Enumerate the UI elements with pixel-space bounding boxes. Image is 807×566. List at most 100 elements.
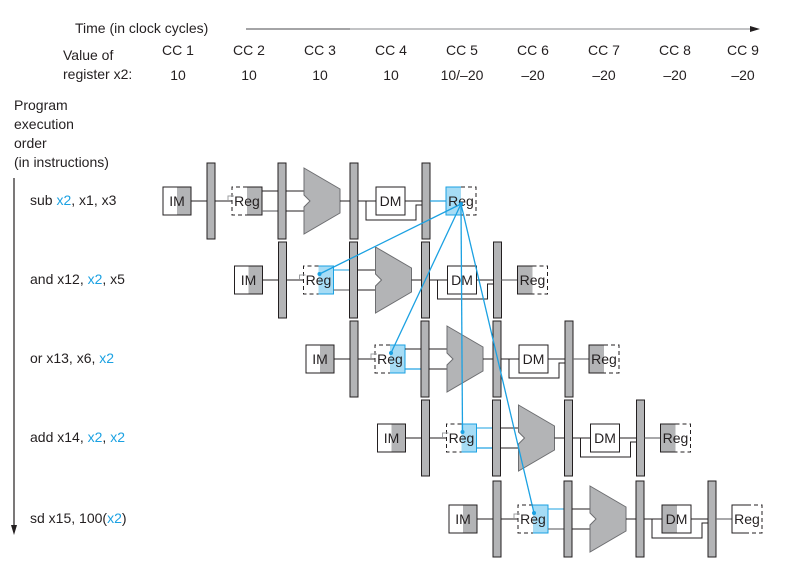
pipeline-register-id-ex	[349, 241, 358, 319]
dependency-line-sub-to-or	[390, 203, 462, 354]
dependency-endpoint-dot	[389, 351, 393, 355]
reg-input-stub	[513, 513, 520, 518]
clock-cycle-label: CC 4	[375, 42, 407, 58]
reg-input-stub	[370, 353, 377, 358]
pipeline-register-mem-wb	[421, 162, 431, 240]
program-order-label-3: order	[14, 135, 47, 151]
dm-label: DM	[523, 351, 545, 367]
instruction-label: sd x15, 100(x2)	[30, 510, 127, 526]
alu-shape	[518, 404, 555, 472]
dependency-endpoint-dot	[532, 511, 536, 515]
x2-value-label: –20	[731, 67, 755, 83]
im-label: IM	[455, 511, 471, 527]
dm-label: DM	[666, 511, 688, 527]
pipeline-register-if-id	[421, 399, 430, 477]
im-shade	[320, 345, 334, 373]
reg-write-half-dashed	[517, 504, 533, 534]
reg-read-outline	[247, 186, 263, 216]
pipeline-row-or: IM Reg DM Reg	[305, 320, 620, 398]
dependency-source-dot	[459, 202, 463, 206]
reg-input-stub	[299, 274, 306, 279]
dm-label: DM	[380, 193, 402, 209]
register-x2-highlight: x2	[99, 350, 115, 366]
register-x2-highlight: x2	[110, 429, 125, 445]
instruction-text: , x1, x3	[71, 192, 117, 208]
program-order-label-2: execution	[14, 116, 74, 132]
clock-cycle-label: CC 6	[517, 42, 549, 58]
reg-write-outline	[517, 265, 533, 295]
instruction-text: )	[121, 510, 127, 526]
x2-value-label: 10	[312, 67, 328, 83]
instruction-text: sub	[30, 192, 57, 208]
instruction-label: sub x2, x1, x3	[30, 192, 116, 208]
instruction-text: , x5	[102, 271, 125, 287]
dm-shade	[662, 505, 677, 533]
reg-writeback-label: Reg	[520, 272, 546, 288]
reg-label: Reg	[520, 511, 546, 527]
reg-write-outline	[588, 344, 604, 374]
reg-read-half	[247, 187, 262, 215]
reg-read-outline	[461, 423, 477, 453]
instruction-text: add x14,	[30, 429, 88, 445]
reg-write-outline	[660, 423, 676, 453]
reg-input-stub	[227, 195, 234, 200]
reg-write-outline	[445, 186, 461, 216]
instruction-text: sd x15, 100(	[30, 510, 108, 526]
instruction-label: and x12, x2, x5	[30, 271, 125, 287]
reg-label: Reg	[234, 193, 260, 209]
clock-cycle-label: CC 8	[659, 42, 691, 58]
pipeline-register-id-ex	[420, 320, 430, 398]
reg-write-half-dashed	[374, 344, 390, 374]
dependency-endpoint-dot	[460, 430, 465, 434]
reg-read-half-dashed	[532, 265, 548, 295]
dm-bypass-wire	[365, 201, 422, 221]
pipeline-register-ex-mem	[564, 399, 573, 477]
x2-value-label: 10/–20	[440, 67, 484, 83]
pipeline-register-if-id	[206, 162, 216, 240]
alu-shape	[589, 485, 627, 553]
pipeline-register-id-ex	[277, 162, 287, 240]
register-x2-highlight: x2	[87, 429, 103, 445]
alu-shape	[375, 246, 412, 314]
reg-read-outline	[390, 344, 406, 374]
reg-read-half-dashed	[461, 186, 477, 216]
dependency-line-sub-to-and	[319, 203, 462, 275]
im-label: IM	[312, 351, 328, 367]
reg-writeback-label: Reg	[591, 351, 617, 367]
reg-read-half-dashed	[604, 344, 620, 374]
program-order-arrowhead	[11, 525, 17, 535]
instruction-label: or x13, x6, x2	[30, 350, 114, 366]
dm-label: DM	[594, 430, 616, 446]
reg-writeback-label: Reg	[734, 511, 760, 527]
reg-write-shade	[446, 187, 461, 215]
alu-shape	[303, 167, 341, 235]
reg-write-shade	[660, 424, 676, 452]
x2-value-label: –20	[663, 67, 687, 83]
clock-cycle-label: CC 2	[233, 42, 265, 58]
dm-bypass-wire	[508, 359, 565, 379]
reg-write-shade	[589, 345, 604, 373]
reg-read-outline	[318, 265, 334, 295]
time-axis-arrowhead	[750, 26, 760, 32]
dm-bypass-wire	[651, 519, 708, 539]
program-order-label-1: Program	[14, 97, 68, 113]
pipeline-register-if-id	[492, 480, 502, 558]
alu-shape	[446, 325, 484, 393]
pipeline-register-mem-wb	[564, 320, 574, 398]
im-label: IM	[169, 193, 185, 209]
reg-label: Reg	[377, 351, 403, 367]
clock-cycle-label: CC 5	[446, 42, 478, 58]
clock-cycle-label: CC 7	[588, 42, 620, 58]
reg-label: Reg	[306, 272, 332, 288]
reg-write-half-dashed	[303, 265, 319, 295]
dm-bypass-wire	[580, 438, 637, 458]
dependency-endpoint-dot	[317, 272, 322, 276]
value-label-line2: register x2:	[63, 66, 133, 82]
im-shade	[177, 187, 191, 215]
reg-read-half	[461, 424, 477, 452]
dependency-line-sub-to-add	[460, 203, 464, 433]
pipeline-register-id-ex	[492, 399, 501, 477]
